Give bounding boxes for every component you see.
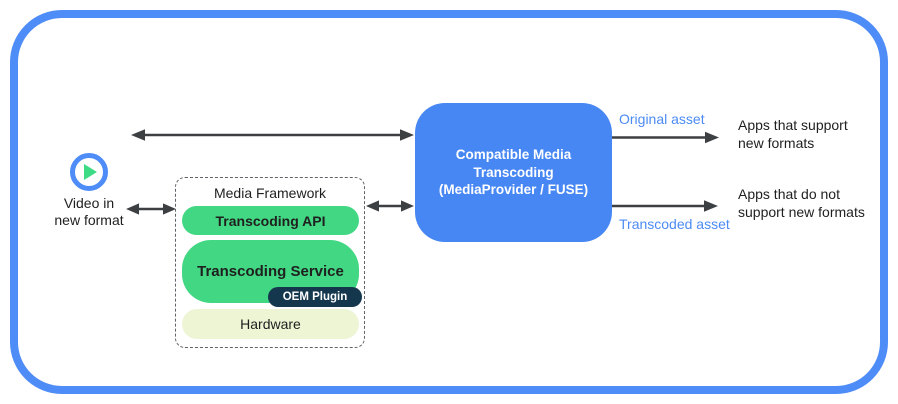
- hardware-pill: Hardware: [182, 309, 359, 339]
- arrow-video-to-framework: [126, 203, 176, 215]
- media-framework-title: Media Framework: [213, 185, 327, 201]
- apps-no-support-label: Apps that do not support new formats: [738, 186, 865, 220]
- diagram-border: [10, 10, 888, 394]
- transcoding-api-label: Transcoding API: [215, 212, 326, 229]
- arrow-transcoded-asset: [612, 200, 718, 212]
- transcoder-box: Compatible Media Transcoding (MediaProvi…: [415, 103, 612, 242]
- hardware-label: Hardware: [240, 316, 301, 332]
- apps-support-label: Apps that support new formats: [738, 117, 848, 151]
- video-source-label: Video in new format: [54, 195, 124, 228]
- transcoding-service-label: Transcoding Service: [197, 263, 344, 280]
- play-triangle-icon: [84, 164, 97, 180]
- arrow-original-asset: [612, 131, 719, 144]
- transcoding-api-pill: Transcoding API: [182, 206, 359, 235]
- original-asset-label: Original asset: [619, 111, 705, 127]
- transcoded-asset-label: Transcoded asset: [619, 216, 730, 232]
- arrow-video-to-transcoder: [131, 129, 414, 141]
- transcoder-title: Compatible Media Transcoding (MediaProvi…: [438, 147, 589, 198]
- oem-plugin-badge: OEM Plugin: [268, 287, 362, 307]
- media-framework-box: Media Framework Transcoding API Transcod…: [175, 177, 365, 348]
- oem-plugin-label: OEM Plugin: [282, 291, 348, 303]
- play-icon: [70, 153, 108, 191]
- arrow-framework-to-transcoder: [366, 200, 414, 212]
